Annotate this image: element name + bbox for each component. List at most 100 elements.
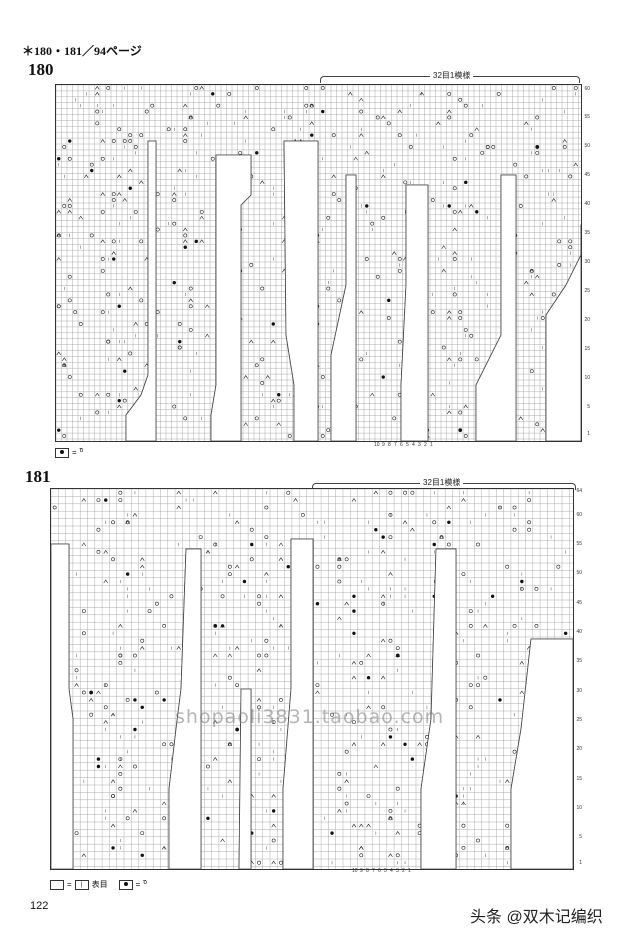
yarn-over-symbol: [89, 712, 94, 717]
yarn-over-symbol: [81, 609, 86, 614]
bead-symbol: [117, 398, 121, 403]
bead-symbol: [140, 853, 144, 857]
bead-symbol: [286, 565, 290, 569]
decrease-symbol: [133, 321, 138, 326]
yarn-over-symbol: [183, 416, 188, 421]
decrease-symbol: [331, 174, 336, 179]
bead-symbol: [220, 624, 225, 628]
yarn-over-symbol: [238, 150, 243, 155]
yarn-over-symbol: [52, 505, 57, 510]
yarn-over-symbol: [480, 150, 485, 155]
legend-equals: =: [67, 880, 72, 889]
yarn-over-symbol: [388, 490, 393, 495]
decrease-symbol: [359, 133, 364, 137]
yarn-over-symbol: [388, 638, 393, 643]
row-number: 5: [579, 834, 582, 840]
row-number: 35: [584, 230, 590, 236]
chart-gap: [283, 140, 319, 441]
decrease-symbol: [337, 616, 342, 621]
decrease-symbol: [359, 97, 364, 102]
row-number: 45: [584, 172, 590, 178]
bead-symbol: [410, 757, 415, 761]
yarn-over-symbol: [468, 705, 473, 710]
decrease-symbol: [535, 274, 540, 279]
row-number: 20: [576, 746, 582, 752]
yarn-over-symbol: [527, 520, 532, 525]
yarn-over-symbol: [96, 527, 101, 532]
decrease-symbol: [463, 404, 468, 409]
yarn-over-symbol: [155, 310, 160, 315]
bead-symbol: [162, 698, 166, 702]
yarn-over-symbol: [235, 683, 240, 688]
yarn-over-symbol: [118, 653, 123, 658]
yarn-over-symbol: [133, 764, 137, 769]
decrease-symbol: [505, 779, 510, 783]
bead-symbol: [96, 764, 101, 769]
bead-symbol: [242, 579, 247, 584]
yarn-over-symbol: [505, 823, 510, 828]
row-number: 5: [587, 404, 590, 410]
decrease-symbol: [213, 720, 218, 724]
yarn-over-symbol: [359, 660, 364, 665]
decrease-symbol: [278, 594, 284, 598]
col-number: 5: [406, 442, 409, 448]
chart-180-svg: [56, 85, 581, 441]
bead-symbol: [194, 239, 198, 244]
yarn-over-symbol: [505, 845, 510, 850]
yarn-over-symbol: [264, 505, 269, 510]
decrease-symbol: [118, 764, 123, 769]
yarn-over-symbol: [287, 115, 292, 120]
row-number: 50: [576, 570, 582, 576]
yarn-over-symbol: [111, 192, 116, 197]
yarn-over-symbol: [118, 490, 123, 495]
yarn-over-symbol: [216, 103, 221, 108]
yarn-over-symbol: [461, 572, 466, 577]
yarn-over-symbol: [452, 292, 457, 297]
yarn-over-symbol: [257, 860, 261, 865]
yarn-over-symbol: [375, 274, 380, 279]
bead-symbol: [352, 594, 356, 598]
decrease-symbol: [256, 697, 262, 702]
legend-equals: =: [72, 448, 77, 457]
bead-symbol: [381, 375, 385, 379]
yarn-over-symbol: [140, 638, 145, 643]
yarn-over-symbol: [162, 816, 167, 821]
legend-equals: =: [135, 880, 141, 889]
yarn-over-symbol: [162, 742, 167, 747]
yarn-over-symbol: [177, 345, 182, 350]
yarn-over-symbol: [172, 221, 177, 226]
yarn-over-symbol: [337, 298, 342, 303]
bead-symbol: [112, 257, 116, 261]
yarn-over-symbol: [458, 316, 463, 320]
yarn-over-symbol: [476, 653, 480, 658]
decrease-symbol: [271, 794, 276, 798]
yarn-over-symbol: [111, 239, 116, 244]
yarn-over-symbol: [96, 550, 101, 554]
decrease-symbol: [100, 239, 105, 244]
yarn-over-symbol: [67, 298, 72, 303]
decrease-symbol: [573, 162, 578, 167]
yarn-over-symbol: [458, 357, 463, 362]
yarn-over-symbol: [381, 705, 386, 710]
decrease-symbol: [430, 392, 435, 397]
chart-gap: [420, 548, 457, 869]
row-number: 64: [576, 488, 582, 494]
bead-symbol: [271, 322, 275, 326]
chart-181-row-numbers: 64 60 55 50 45 40 35 30 25 20 15 10 5 1: [572, 488, 582, 868]
yarn-over-symbol: [469, 333, 474, 338]
decrease-symbol: [402, 520, 408, 524]
bead-stitch-icon: ⁰̈: [79, 447, 84, 457]
chart-180-legend: = ⁰̈: [55, 447, 83, 458]
decrease-symbol: [337, 808, 342, 813]
bead-symbol: [255, 151, 259, 155]
col-number: 9: [360, 868, 363, 874]
bead-symbol: [96, 757, 101, 761]
row-number: 25: [576, 717, 582, 723]
bead-symbol: [563, 631, 568, 635]
decrease-symbol: [67, 209, 72, 214]
yarn-over-symbol: [78, 322, 83, 326]
decrease-symbol: [183, 227, 188, 232]
yarn-over-symbol: [100, 156, 105, 161]
yarn-over-symbol: [154, 601, 159, 606]
decrease-symbol: [103, 579, 108, 584]
